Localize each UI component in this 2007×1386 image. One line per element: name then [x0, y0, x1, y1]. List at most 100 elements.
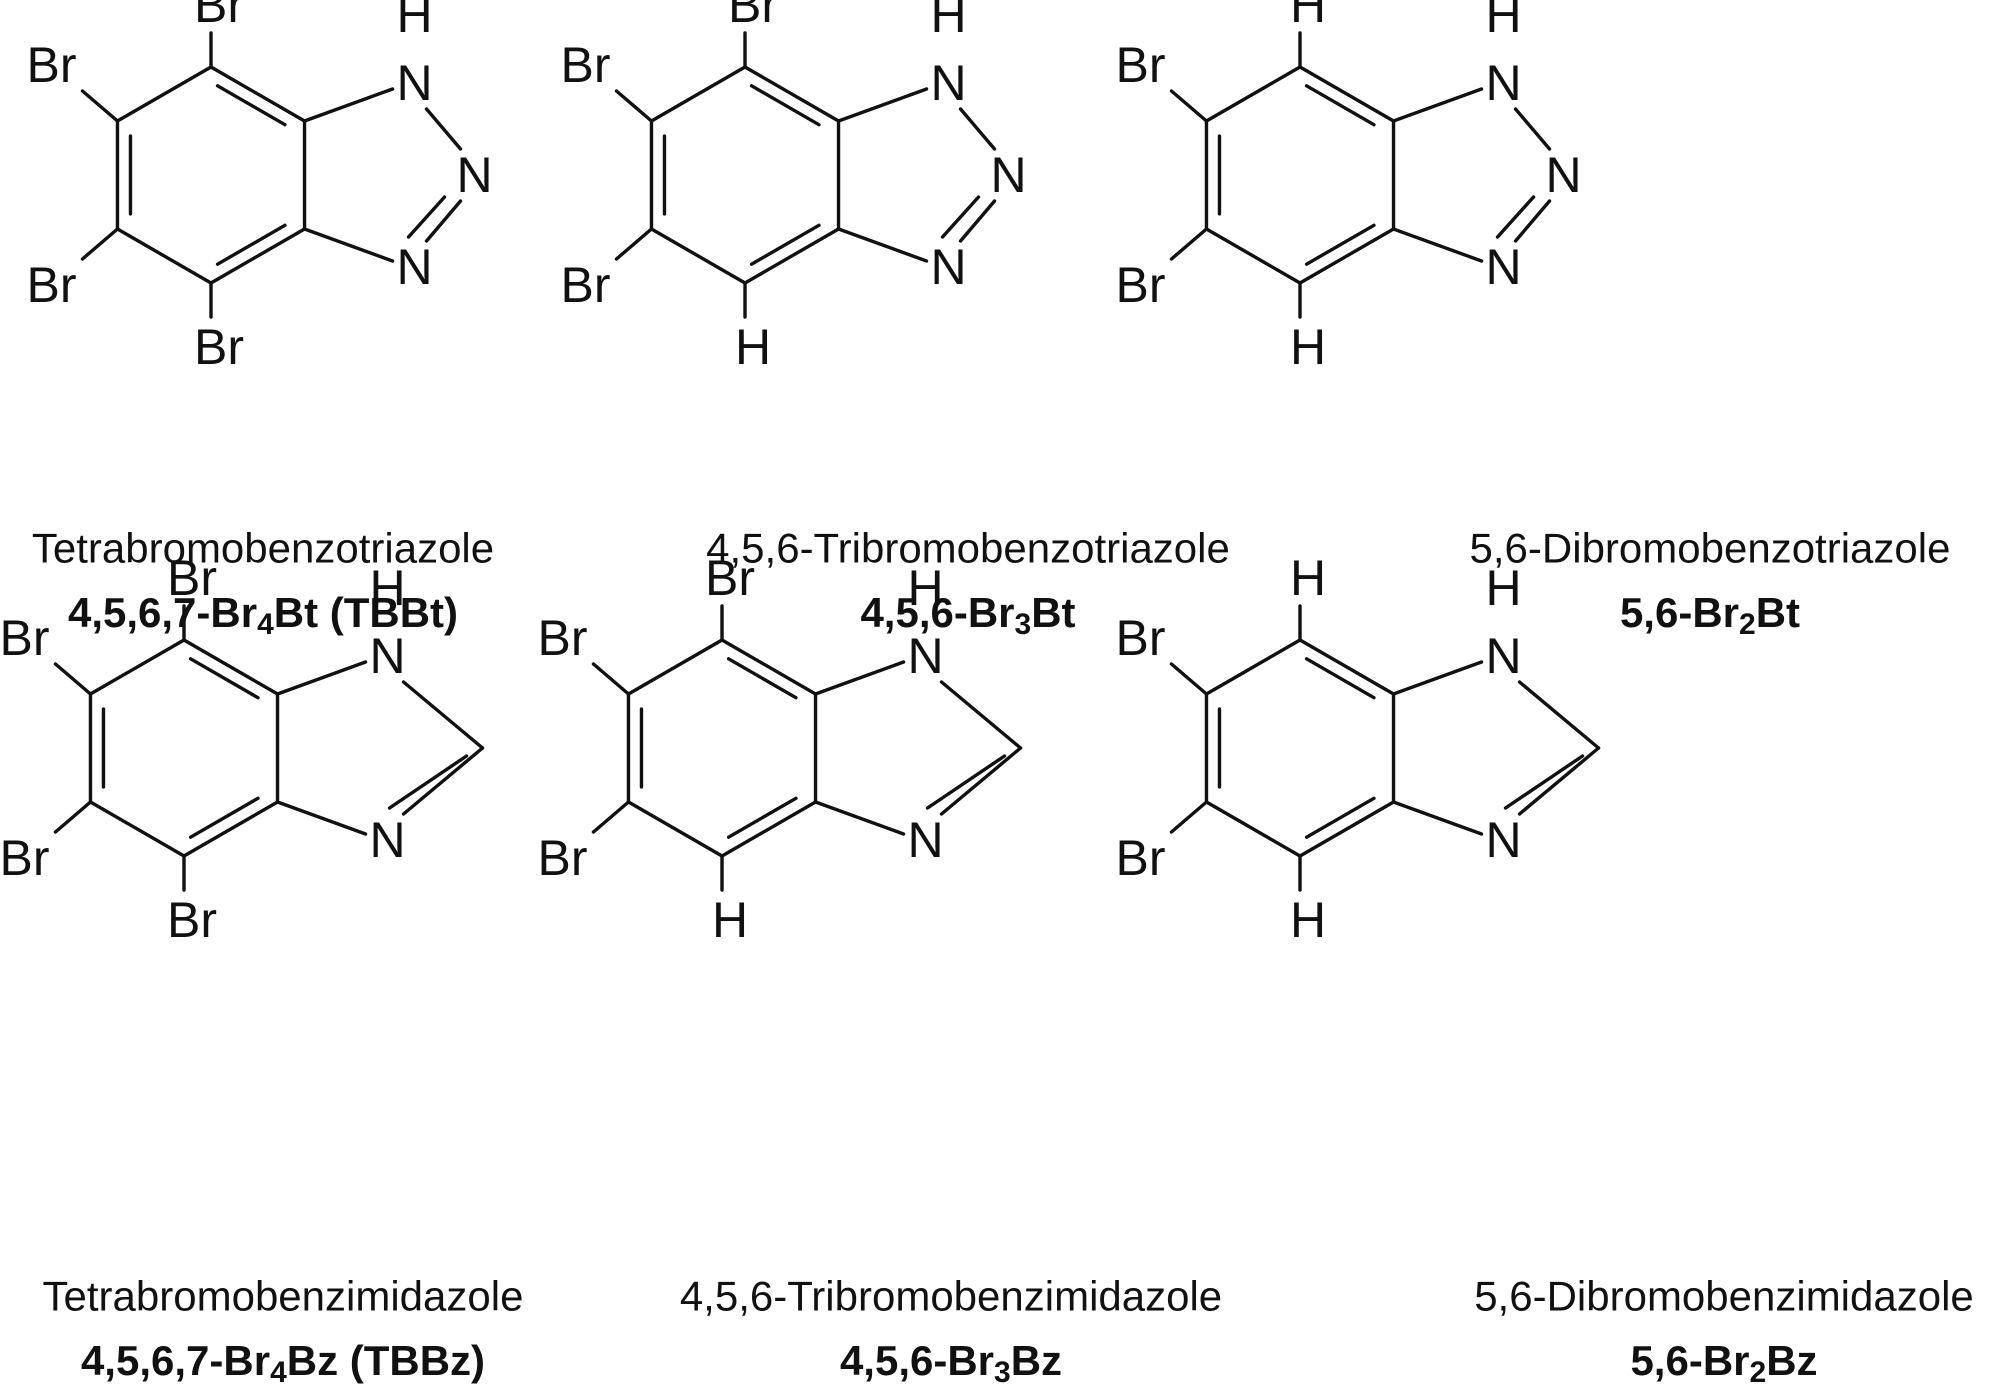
substituent-bottom: Br — [194, 319, 244, 375]
substituent-upper-left: Br — [537, 610, 587, 666]
code-prefix: 4,5,6-Br — [860, 589, 1014, 636]
compound-name: 4,5,6-Tribromobenzimidazole — [680, 1273, 1222, 1320]
bond — [1169, 227, 1209, 261]
code-prefix: 4,5,6,7-Br — [81, 1337, 270, 1384]
double-bond — [188, 796, 260, 839]
hydrogen-n1: H — [369, 560, 405, 616]
substituent-bottom: H — [1290, 892, 1326, 948]
code-subscript: 2 — [1739, 608, 1756, 641]
bond — [1169, 800, 1209, 834]
double-bond — [215, 223, 287, 266]
hydrogen-n1: H — [907, 560, 943, 616]
bond — [614, 89, 654, 123]
substituent-upper-left: Br — [1115, 610, 1165, 666]
code-prefix: 5,6-Br — [1630, 1337, 1749, 1384]
compound-code: 4,5,6,7-Br4Bt (TBBt) — [68, 589, 458, 641]
bond — [1298, 227, 1396, 285]
double-bond — [188, 657, 260, 700]
compound-code: 5,6-Br2Bz — [1630, 1337, 1817, 1386]
double-bond — [1495, 195, 1536, 239]
hydrogen-n1: H — [1485, 560, 1521, 616]
substituent-upper-left: Br — [0, 610, 49, 666]
bond — [1204, 227, 1302, 285]
substituent-upper-left: Br — [560, 37, 610, 93]
bond — [720, 638, 818, 696]
compound-code: 4,5,6-Br3Bt — [860, 589, 1075, 641]
bond — [53, 662, 93, 696]
bond — [1513, 107, 1552, 151]
bond — [88, 800, 186, 858]
substituent-top: H — [1290, 0, 1326, 33]
nitrogen-n3: N — [1485, 239, 1521, 295]
substituent-bottom: H — [1290, 319, 1326, 375]
substituent-lower-left: Br — [560, 257, 610, 313]
substituent-bottom: H — [735, 319, 771, 375]
code-suffix: Bz (TBBz) — [287, 1337, 485, 1384]
substituent-lower-left: Br — [0, 830, 49, 886]
bond — [649, 65, 747, 123]
bond — [1169, 662, 1209, 696]
bond — [1204, 65, 1302, 123]
bond — [401, 680, 485, 750]
bond — [958, 199, 997, 243]
bond — [182, 800, 280, 858]
nitrogen-n1: N — [1485, 55, 1521, 111]
nitrogen-n3: N — [369, 812, 405, 868]
code-suffix: Bz — [1766, 1337, 1817, 1384]
bond — [939, 680, 1023, 750]
bond — [424, 107, 463, 151]
bond — [1298, 800, 1396, 858]
bond — [1391, 87, 1484, 123]
nitrogen-n2: N — [990, 147, 1026, 203]
compound-code: 4,5,6-Br3Bz — [840, 1337, 1062, 1386]
bond — [1204, 638, 1302, 696]
bond — [813, 800, 906, 836]
bond — [939, 746, 1023, 816]
double-bond — [925, 754, 1007, 810]
substituent-bottom: H — [712, 892, 748, 948]
substituent-bottom: Br — [167, 892, 217, 948]
compound-name: 5,6-Dibromobenzimidazole — [1474, 1273, 1974, 1320]
bond — [1513, 199, 1552, 243]
compound-5: BrBrBrHNHN4,5,6-Tribromobenzimidazole4,5… — [537, 550, 1222, 1386]
bond — [275, 800, 368, 836]
substituent-lower-left: Br — [1115, 257, 1165, 313]
bond — [813, 660, 906, 696]
bond — [1298, 65, 1396, 123]
bond — [626, 638, 724, 696]
bond — [720, 800, 818, 858]
hydrogen-n1: H — [1485, 0, 1521, 43]
nitrogen-n2: N — [1545, 147, 1581, 203]
bond — [1517, 746, 1601, 816]
double-bond — [387, 754, 469, 810]
code-suffix: Bz — [1011, 1337, 1062, 1384]
bond — [1169, 89, 1209, 123]
compound-6: HBrBrHNHN5,6-Dibromobenzimidazole5,6-Br2… — [1115, 550, 1973, 1386]
double-bond — [406, 195, 447, 239]
nitrogen-n2: N — [456, 147, 492, 203]
bond — [209, 227, 307, 285]
substituent-upper-left: Br — [1115, 37, 1165, 93]
nitrogen-n1: N — [369, 628, 405, 684]
bond — [836, 227, 929, 263]
nitrogen-n3: N — [1485, 812, 1521, 868]
code-subscript: 3 — [1015, 608, 1032, 641]
nitrogen-n3: N — [930, 239, 966, 295]
bond — [591, 662, 631, 696]
code-suffix: Bt (TBBt) — [274, 589, 458, 636]
bond — [626, 800, 724, 858]
code-prefix: 5,6-Br — [1620, 589, 1739, 636]
code-prefix: 4,5,6,7-Br — [68, 589, 257, 636]
compound-name: 5,6-Dibromobenzotriazole — [1470, 525, 1951, 572]
bond — [1391, 660, 1484, 696]
bond — [209, 65, 307, 123]
bond — [1298, 638, 1396, 696]
code-subscript: 4 — [270, 1356, 287, 1386]
bond — [836, 87, 929, 123]
bond — [958, 107, 997, 151]
compound-2: BrBrBrHNHNN4,5,6-Tribromobenzotriazole4,… — [560, 0, 1229, 641]
bond — [743, 65, 841, 123]
compound-4: BrBrBrBrNHNTetrabromobenzimidazole4,5,6,… — [0, 550, 523, 1386]
substituent-top: H — [1290, 550, 1326, 606]
bond — [1517, 680, 1601, 750]
